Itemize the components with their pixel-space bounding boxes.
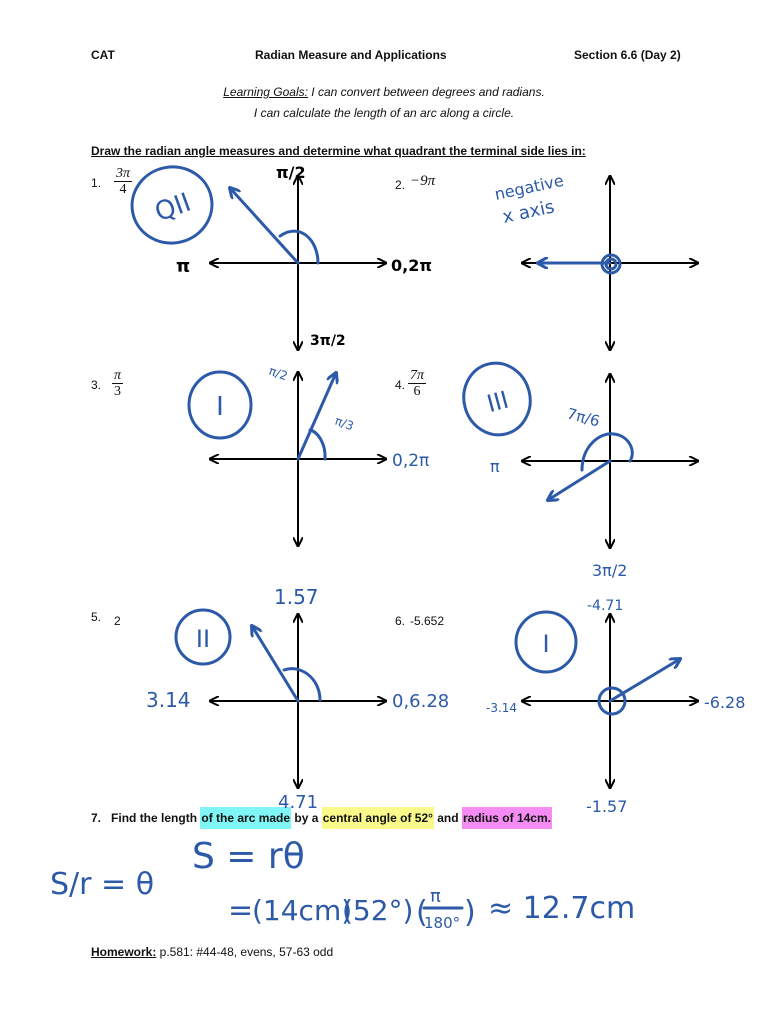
rotation-circle-6 [597,686,627,716]
axis-label-1-top: π/2 [276,163,306,182]
problem-5-number: 5. [91,610,102,624]
page-title: Radian Measure and Applications [255,48,447,62]
terminal-side-3 [296,373,336,461]
quadrant-circle-1 [130,165,214,245]
axes-problem-1 [210,176,386,350]
learning-goals-line1: Learning Goals: I can convert between de… [0,85,768,99]
calc-radius: (14cm) [252,894,352,927]
quadrant-label-4: III [484,386,512,419]
problem-3-denominator: 3 [114,384,121,399]
question-7-text-3: and [433,811,462,825]
terminal-side-5 [252,626,300,703]
axes-problem-6 [522,614,698,788]
ink-problem-6 [514,610,680,716]
problem-4-numerator: 7π [408,368,427,384]
ink-problem-5 [174,608,322,703]
header-section: Section 6.6 (Day 2) [574,48,681,62]
question-7-highlight-angle: central angle of 52° [321,807,434,829]
problem-3-fraction: π 3 [112,368,124,399]
problem-6-value: -5.652 [410,614,445,628]
question-7-text-1: Find the length [111,811,201,825]
angle-arc-5 [282,667,322,702]
homework: Homework: p.581: #44-48, evens, 57-63 od… [91,945,333,959]
ink-problem-2 [538,253,622,275]
problem-4-number: 4. [395,378,406,392]
calc-equals: = [228,893,253,928]
terminal-side-1 [230,188,300,265]
axes-problem-4 [522,374,698,548]
learning-goals-text1: I can convert between degrees and radian… [307,85,545,99]
axis-label-5-bottom: 4.71 [278,792,318,813]
angle-arc-1 [278,229,320,265]
question-7-number: 7. [91,811,102,825]
quadrant-circle-6 [514,610,578,674]
axis-label-6-bottom: -1.57 [586,797,627,816]
axis-label-3-right: 0,2π [392,451,429,471]
ink-problem-1 [130,165,320,265]
problem-2-value: −9π [410,173,436,189]
ink-problem-3 [187,370,336,461]
quadrant-circle-5 [174,608,232,666]
axes-problem-3 [210,372,386,546]
problem-5-value: 2 [114,614,121,628]
terminal-side-4 [548,459,612,500]
question-7-highlight-arc: of the arc made [200,807,292,829]
calc-paren-open: ( [416,895,428,930]
axis-label-6-left: -3.14 [486,701,517,715]
calc-pi: π [430,886,441,907]
question-7-highlight-radius: radius of 14cm. [461,807,552,829]
angle-label-4: 7π/6 [565,404,602,430]
axis-label-1-right: 0,2π [391,256,432,275]
calc-180: 180° [424,914,460,932]
note-problem-2-line1: negative [493,171,565,204]
calc-result: ≈ 12.7cm [488,891,635,926]
quadrant-label-5: II [196,625,210,653]
axis-label-5-right: 0,6.28 [392,691,449,712]
homework-text: p.581: #44-48, evens, 57-63 odd [156,945,334,959]
axis-label-4-left: π [490,457,500,476]
quadrant-label-6: I [542,630,549,658]
quadrant-label-3: I [216,392,224,422]
axis-label-6-top: -4.71 [587,598,623,614]
quadrant-label-1: QII [151,188,195,228]
question-7: 7. Find the length of the arc made by a … [91,807,552,829]
learning-goals-line2: I can calculate the length of an arc alo… [253,106,515,120]
problem-3-numerator: π [112,368,124,384]
axes-problem-5 [210,614,386,788]
problem-3-number: 3. [91,378,102,392]
angle-arc-4 [580,432,634,472]
problem-1-numerator: 3π [114,166,133,182]
terminal-side-6 [608,659,680,703]
calc-paren-close: ) [464,895,476,930]
problem-1-denominator: 4 [119,182,127,197]
formula-arc-length: S = rθ [192,836,305,877]
axis-label-1-bottom: 3π/2 [310,333,346,349]
formula-theta: S/r = θ [50,867,154,902]
problem-4-denominator: 6 [413,384,421,399]
problem-4-fraction: 7π 6 [408,368,427,399]
ink-problem-4 [462,361,634,500]
rotation-spiral-2 [600,253,622,275]
angle-arc-3 [308,428,327,461]
axis-label-6-right: -6.28 [704,693,745,712]
axis-label-5-left: 3.14 [146,688,191,712]
axis-label-1-left: π [176,256,190,277]
axis-label-3-top: π/2 [267,364,290,384]
instructions: Draw the radian angle measures and deter… [91,144,586,158]
calc-angle: (52°) [342,894,413,927]
axis-label-5-top: 1.57 [274,585,319,609]
problem-1-number: 1. [91,176,102,190]
angle-label-3: π/3 [333,414,356,434]
problem-1-fraction: 3π 4 [114,166,133,197]
quadrant-circle-4 [462,361,532,437]
homework-label: Homework: [91,945,157,959]
header-course: CAT [91,48,115,62]
problem-2-number: 2. [395,178,406,192]
problem-6-number: 6. [395,614,406,628]
axis-label-4-bottom: 3π/2 [592,561,627,580]
learning-goals-label: Learning Goals: [223,85,308,99]
question-7-text-2: by a [291,811,322,825]
quadrant-circle-3 [187,370,253,440]
